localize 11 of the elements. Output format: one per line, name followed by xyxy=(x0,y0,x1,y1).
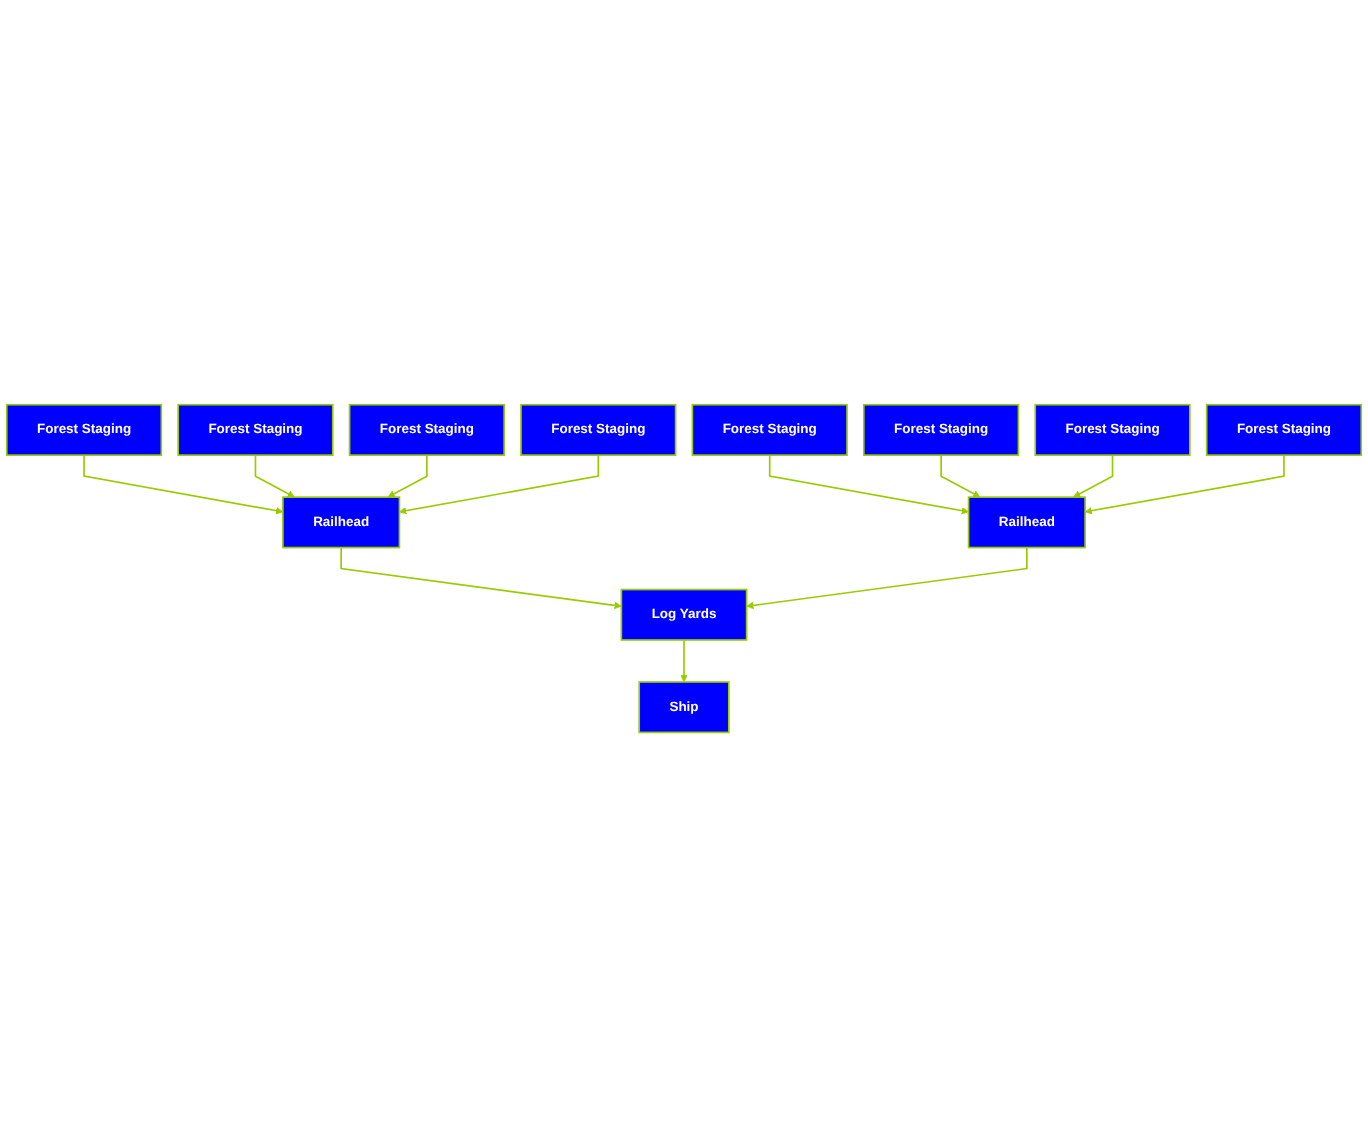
arrow xyxy=(340,546,622,609)
arrow xyxy=(768,453,969,514)
arrow xyxy=(1084,453,1285,514)
arrow xyxy=(387,453,428,497)
arrow xyxy=(746,546,1028,609)
arrow xyxy=(83,453,284,514)
arrow xyxy=(254,453,295,497)
arrow xyxy=(940,453,981,497)
arrow xyxy=(1073,453,1114,497)
arrow xyxy=(399,453,600,514)
arrow xyxy=(680,638,688,682)
